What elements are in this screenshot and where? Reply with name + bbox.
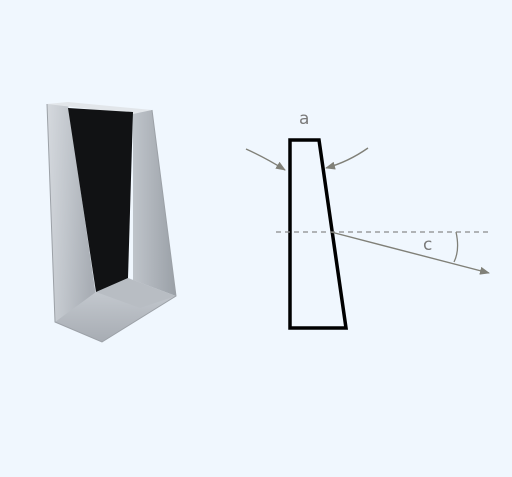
deviation-angle-arc [453,231,459,263]
prism-outline [288,138,349,330]
deviated-ray [330,231,490,275]
prism-left-face [47,104,96,322]
angle-arrow-left [245,148,286,171]
prism-top-edge [47,102,152,114]
label-a: a [299,109,309,129]
prism-cross-section [288,138,349,330]
prism-bottom-inner [96,278,176,308]
prism-dark-face [68,108,133,292]
angle-arrow-right [325,147,369,170]
prism-right-face [133,110,176,296]
prism-3d-illustration [46,102,177,343]
prism-edge-highlight [46,103,177,343]
label-c: c [423,235,432,255]
